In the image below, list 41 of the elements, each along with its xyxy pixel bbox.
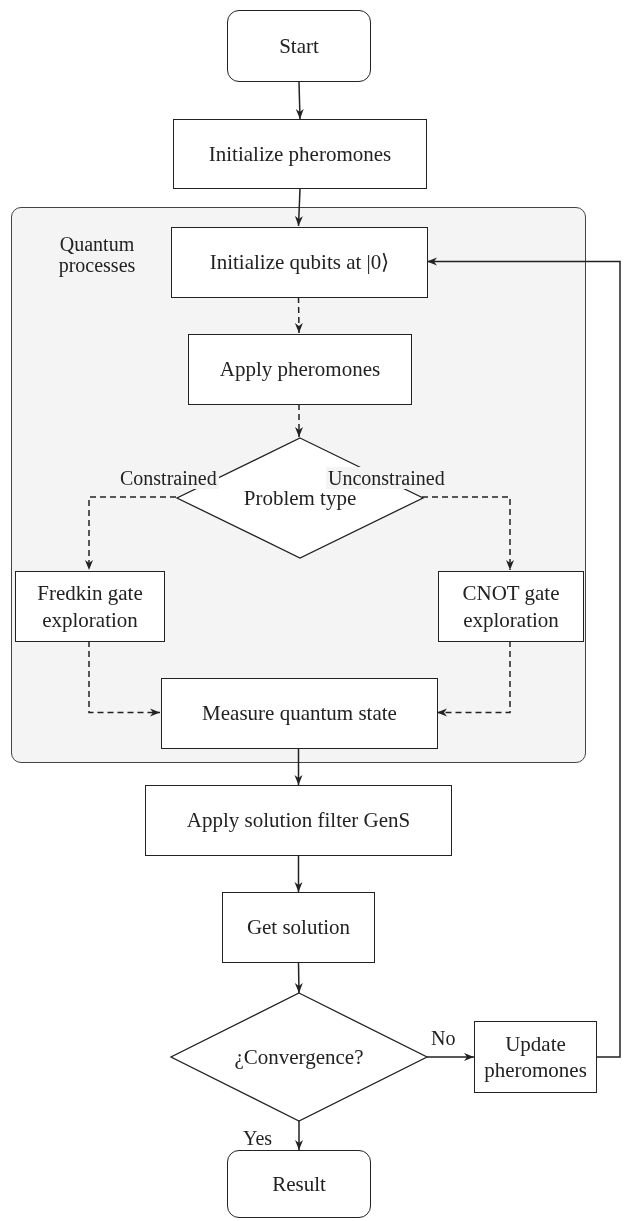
decision-diamond xyxy=(171,993,427,1121)
arrow xyxy=(426,1053,475,1061)
node-text: Initialize pheromones xyxy=(208,140,392,168)
group-panel xyxy=(11,207,586,763)
node-text: Start xyxy=(279,32,319,60)
arrow xyxy=(85,496,177,571)
node-text: ¿Convergence? xyxy=(234,1043,364,1071)
process-box xyxy=(173,119,427,189)
node-text: Fredkin gate exploration xyxy=(36,580,144,633)
arrow xyxy=(436,640,511,717)
arrow xyxy=(294,747,303,786)
terminal-box xyxy=(227,10,371,82)
arrow xyxy=(294,962,303,994)
arrow xyxy=(426,257,621,1058)
node-text: Get solution xyxy=(246,914,351,941)
arrow xyxy=(295,403,303,438)
arrow xyxy=(294,188,303,227)
process-box xyxy=(145,785,452,856)
arrow xyxy=(295,1120,303,1151)
process-box xyxy=(438,571,584,642)
arrow xyxy=(421,496,514,571)
edge-label: Unconstrained xyxy=(326,467,447,489)
node-text: Apply solution filter GenS xyxy=(186,807,411,834)
process-box xyxy=(171,227,428,298)
node-text: Update pheromones xyxy=(483,1030,588,1084)
node-text: CNOT gate exploration xyxy=(461,580,561,633)
arrow xyxy=(294,296,303,334)
node-text: Apply pheromones xyxy=(219,356,381,383)
process-box xyxy=(15,571,165,642)
process-box xyxy=(161,678,438,749)
node-text: Initialize qubits at |0⟩ xyxy=(209,249,390,276)
process-box xyxy=(222,892,375,963)
node-text: Result xyxy=(272,1170,326,1198)
arrow xyxy=(294,855,303,893)
node-text: Measure quantum state xyxy=(202,700,397,727)
group-title: Quantum processes xyxy=(57,234,137,276)
process-box xyxy=(474,1021,597,1093)
terminal-box xyxy=(227,1150,371,1218)
arrow xyxy=(88,640,161,717)
arrow xyxy=(295,81,304,120)
process-box xyxy=(188,334,412,405)
